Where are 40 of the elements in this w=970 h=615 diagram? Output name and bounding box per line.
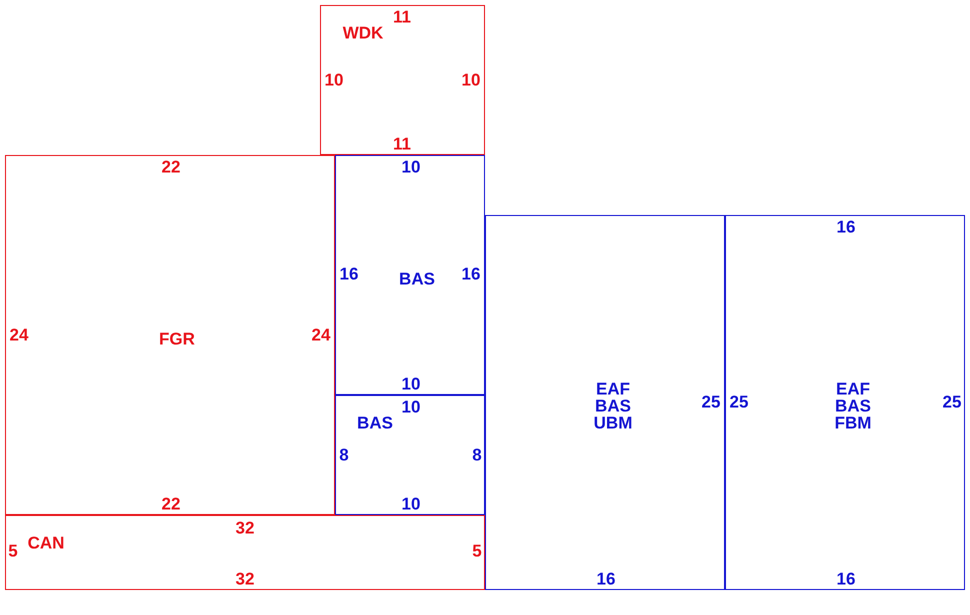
dimension-label: 25: [730, 394, 748, 410]
dimension-label: 24: [312, 326, 330, 344]
dimension-label: 25: [942, 394, 962, 410]
dimension-label: 32: [236, 570, 254, 588]
dimension-label: 16: [462, 266, 480, 282]
dimension-label: 16: [836, 570, 856, 588]
dimension-label: 10: [402, 376, 420, 392]
room-outline: [335, 395, 485, 515]
dimension-label: 24: [10, 326, 28, 344]
dimension-label: 11: [393, 8, 411, 26]
dimension-label: 25: [702, 394, 720, 410]
room-label: EAF BAS UBM: [592, 380, 634, 432]
room-outline: [485, 215, 725, 590]
dimension-label: 10: [402, 398, 420, 416]
dimension-label: 10: [462, 72, 480, 88]
room-label: WDK: [342, 24, 384, 42]
dimension-label: 10: [324, 72, 344, 88]
room-outline: [335, 155, 485, 395]
room-outline: [725, 215, 965, 590]
dimension-label: 16: [340, 266, 358, 282]
dimension-label: 5: [472, 542, 482, 560]
dimension-label: 5: [8, 542, 18, 560]
room-label: EAF BAS FBM: [834, 380, 872, 432]
dimension-label: 16: [836, 218, 856, 236]
room-label: CAN: [26, 534, 66, 552]
dimension-label: 22: [162, 496, 180, 512]
room-outline: [320, 5, 485, 155]
dimension-label: 11: [393, 136, 411, 152]
dimension-label: 10: [402, 496, 420, 512]
dimension-label: 22: [162, 158, 180, 176]
room-outline: [5, 515, 485, 590]
room-label: FGR: [158, 330, 196, 348]
dimension-label: 8: [339, 446, 349, 464]
dimension-label: 10: [402, 158, 420, 176]
dimension-label: 16: [596, 570, 616, 588]
dimension-label: 32: [236, 520, 254, 536]
room-label: BAS: [398, 270, 436, 288]
dimension-label: 8: [472, 446, 482, 464]
room-outline: [5, 155, 335, 515]
room-label: BAS: [356, 414, 394, 432]
